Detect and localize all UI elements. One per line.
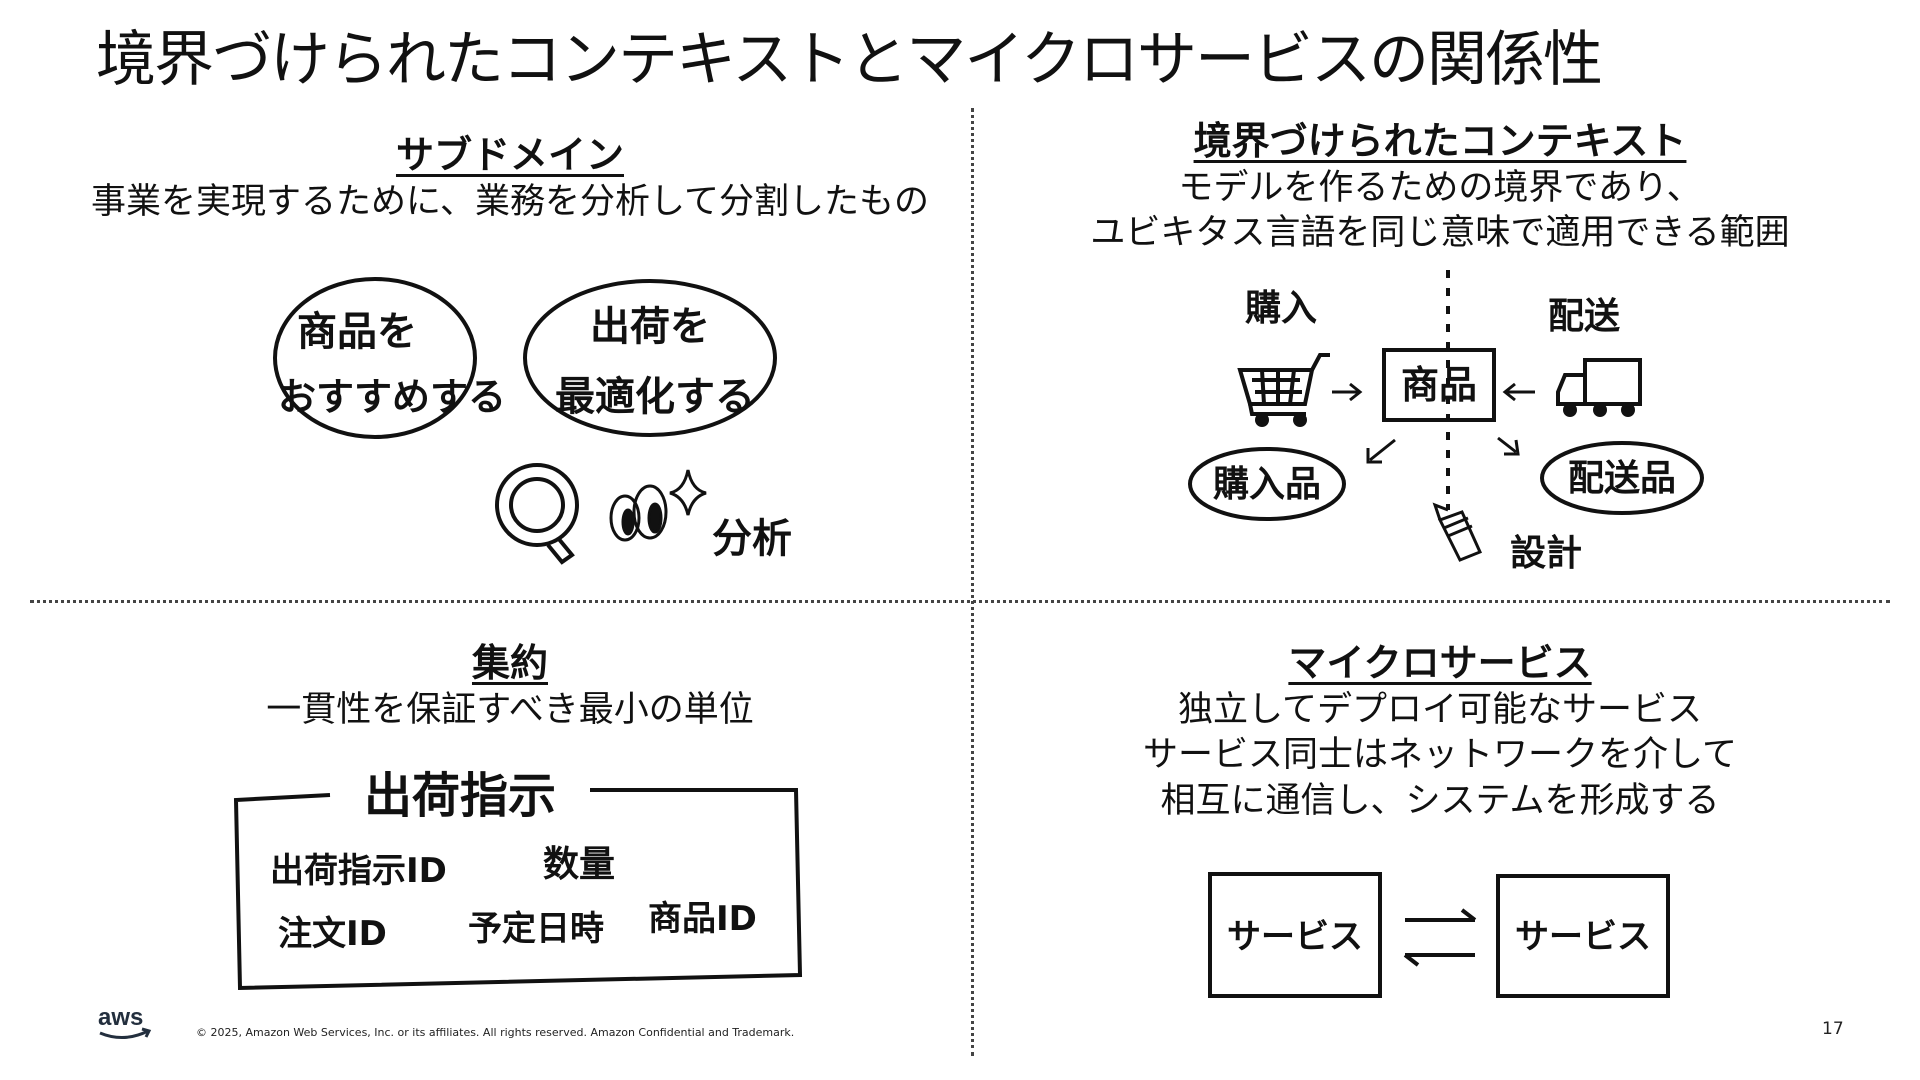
service-left-label: サービス: [1227, 917, 1363, 957]
aws-logo: aws: [96, 1003, 156, 1043]
arrow-left: [1405, 955, 1475, 965]
page-number: 17: [1822, 1019, 1844, 1039]
service-right-label: サービス: [1515, 917, 1651, 957]
aws-logo-text: aws: [98, 1004, 143, 1031]
arrow-right: [1405, 910, 1475, 920]
copyright-text: © 2025, Amazon Web Services, Inc. or its…: [196, 1026, 794, 1039]
